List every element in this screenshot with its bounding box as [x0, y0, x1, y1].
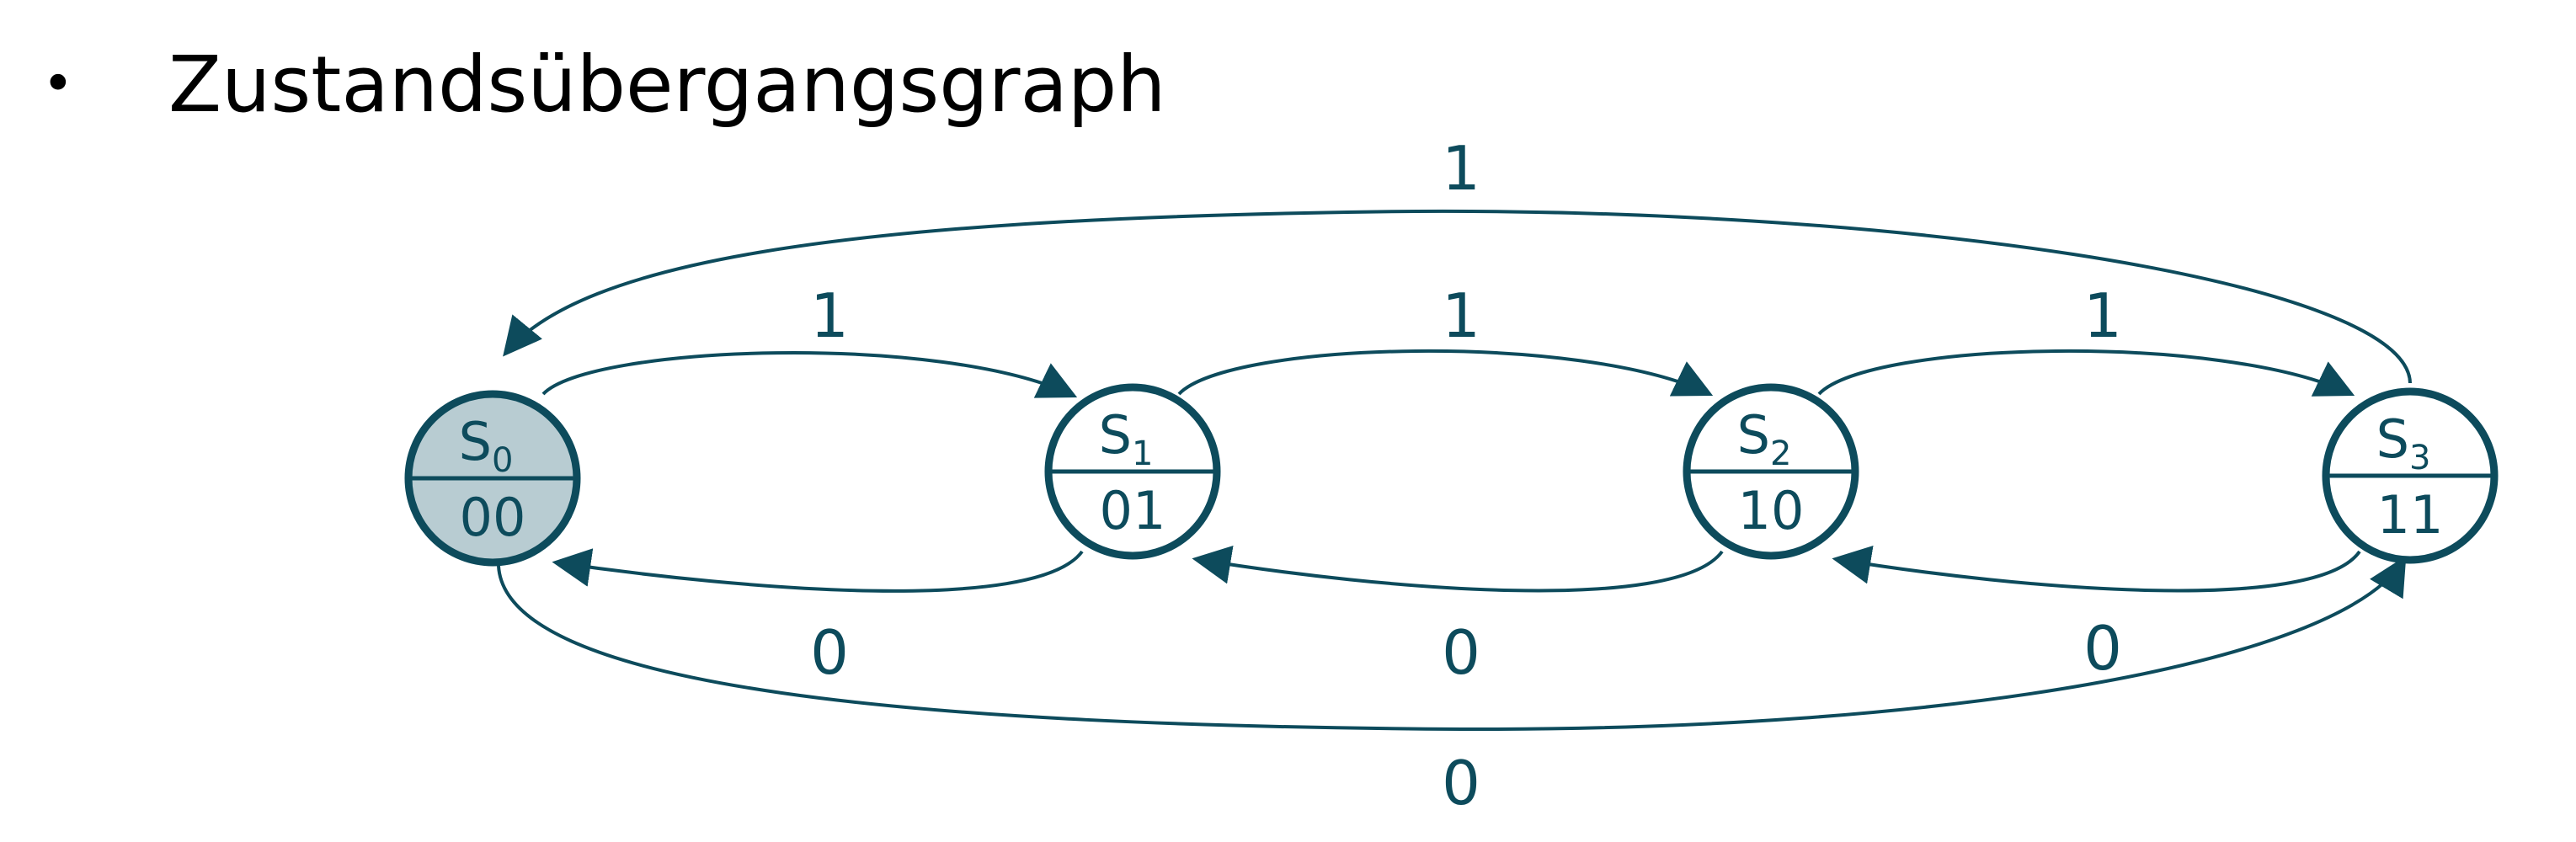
- edge-label-s2-to-s3: 1: [2083, 280, 2122, 351]
- page-title: Zustandsübergangsgraph: [168, 39, 1166, 130]
- bullet-item: • Zustandsübergangsgraph: [42, 34, 1166, 135]
- state-output: 01: [1100, 480, 1166, 541]
- edge-s3-to-s0: [503, 209, 2412, 384]
- edge-label-s2-to-s1: 0: [1442, 617, 1480, 688]
- edge-s3-to-s2: [1832, 545, 2361, 593]
- state-name-subscript: 3: [2409, 439, 2430, 477]
- edge-s0-to-s3: [497, 556, 2407, 732]
- edge-s0-to-s1: [541, 351, 1078, 398]
- edge-label-s1-to-s2: 1: [1442, 280, 1480, 351]
- state-name: S3: [2376, 408, 2431, 477]
- edge-label-s1-to-s0: 0: [810, 617, 849, 688]
- state-name-subscript: 2: [1770, 434, 1791, 473]
- edge-s1-to-s0: [552, 548, 1084, 593]
- state-output: 10: [1738, 480, 1805, 541]
- state-s3: S3 11: [2322, 387, 2499, 564]
- state-name-letter: S: [459, 411, 492, 472]
- edge-label-s0-to-s1: 1: [810, 280, 849, 351]
- bullet-marker: •: [42, 53, 74, 115]
- edge-label-s3-to-s0: 1: [1442, 133, 1480, 204]
- state-output: 11: [2377, 484, 2444, 546]
- state-name-subscript: 0: [492, 441, 513, 480]
- edge-s1-to-s2: [1177, 349, 1714, 397]
- state-name-subscript: 1: [1132, 434, 1153, 473]
- state-name: S0: [459, 411, 514, 480]
- state-name-letter: S: [2376, 408, 2409, 470]
- transition-edges: [497, 209, 2412, 732]
- state-output: 00: [460, 487, 526, 548]
- state-name-letter: S: [1099, 404, 1132, 466]
- state-name: S2: [1737, 404, 1792, 473]
- edge-label-s0-to-s3: 0: [1442, 748, 1480, 818]
- state-s1: S1 01: [1044, 383, 1221, 560]
- state-name: S1: [1099, 404, 1154, 473]
- edge-label-s3-to-s2: 0: [2083, 613, 2122, 684]
- state-name-letter: S: [1737, 404, 1770, 466]
- state-s2: S2 10: [1683, 383, 1859, 560]
- edge-s2-to-s1: [1192, 545, 1724, 593]
- edge-s2-to-s3: [1817, 349, 2355, 397]
